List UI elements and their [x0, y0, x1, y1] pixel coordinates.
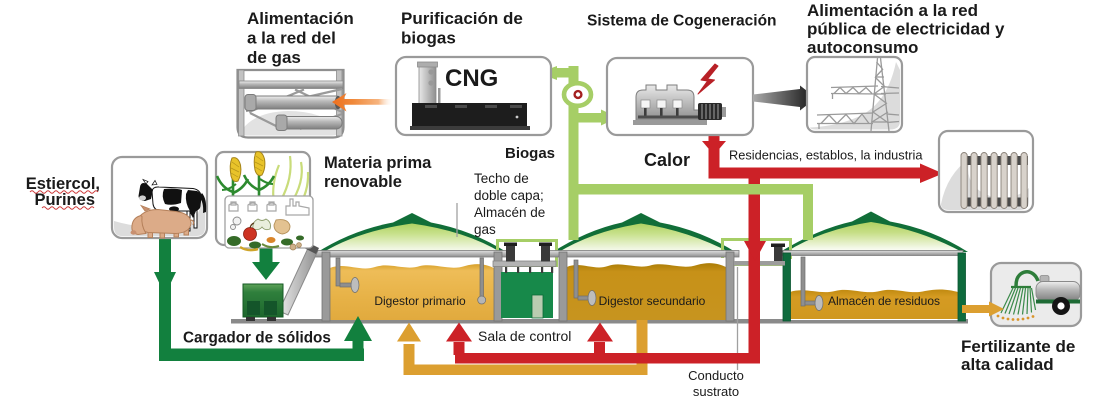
- svg-text:biogas: biogas: [401, 29, 456, 48]
- svg-text:Digestor primario: Digestor primario: [374, 294, 466, 308]
- svg-text:Techo de: Techo de: [474, 171, 529, 186]
- svg-text:renovable: renovable: [324, 173, 402, 191]
- svg-text:Alimentación: Alimentación: [247, 9, 354, 28]
- svg-text:Fertilizante de: Fertilizante de: [961, 337, 1075, 356]
- svg-text:Alimentación a la red: Alimentación a la red: [807, 1, 978, 20]
- svg-text:Biogas: Biogas: [505, 145, 555, 162]
- svg-text:doble capa;: doble capa;: [474, 188, 544, 203]
- svg-text:Purines: Purines: [34, 191, 95, 209]
- svg-text:gas: gas: [474, 222, 496, 237]
- svg-text:a la red del: a la red del: [247, 29, 336, 48]
- svg-text:autoconsumo: autoconsumo: [807, 38, 918, 57]
- svg-text:Sala de control: Sala de control: [478, 328, 571, 344]
- svg-text:sustrato: sustrato: [693, 384, 739, 399]
- svg-text:de gas: de gas: [247, 48, 301, 67]
- svg-text:Residencias, establos, la indu: Residencias, establos, la industria: [729, 148, 923, 163]
- svg-text:Cargador de sólidos: Cargador de sólidos: [183, 330, 331, 347]
- svg-text:Sistema de Cogeneración: Sistema de Cogeneración: [587, 13, 777, 30]
- svg-text:Materia prima: Materia prima: [324, 154, 432, 172]
- svg-text:CNG: CNG: [445, 65, 498, 92]
- svg-text:pública de electricidad y: pública de electricidad y: [807, 20, 1005, 39]
- svg-text:Purificación de: Purificación de: [401, 9, 523, 28]
- svg-text:Calor: Calor: [644, 150, 690, 170]
- svg-text:Digestor secundario: Digestor secundario: [599, 294, 706, 308]
- svg-text:Almacén de: Almacén de: [474, 205, 545, 220]
- svg-text:alta calidad: alta calidad: [961, 355, 1054, 374]
- svg-text:Almacén de residuos: Almacén de residuos: [828, 294, 940, 308]
- svg-text:Conducto: Conducto: [688, 368, 744, 383]
- svg-text:Estiercol,: Estiercol,: [26, 175, 100, 193]
